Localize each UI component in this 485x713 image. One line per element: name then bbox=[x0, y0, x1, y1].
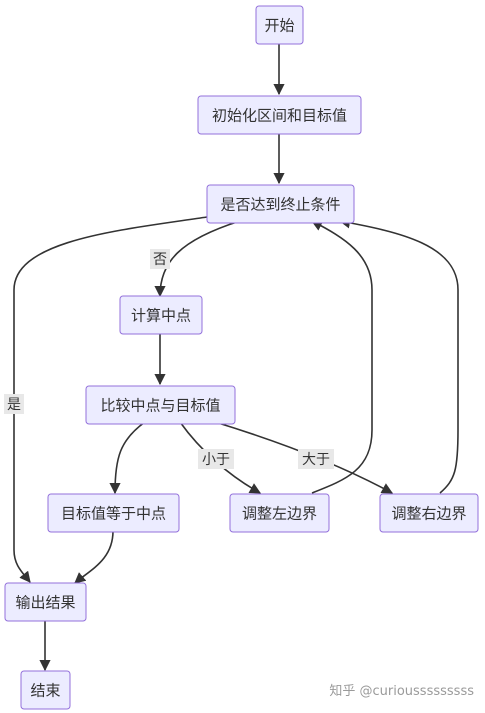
edge-label-greater: 大于 bbox=[298, 449, 334, 469]
edge-label-no-text: 否 bbox=[153, 252, 167, 268]
node-end-label: 结束 bbox=[30, 682, 60, 700]
edge-label-yes-text: 是 bbox=[7, 397, 21, 413]
edge-check-output bbox=[13, 216, 208, 583]
node-adjust-right: 调整右边界 bbox=[379, 493, 479, 533]
node-output-label: 输出结果 bbox=[15, 594, 75, 612]
node-check-box bbox=[206, 184, 355, 224]
edge-label-less-text: 小于 bbox=[202, 452, 230, 468]
edge-label-yes: 是 bbox=[4, 394, 24, 414]
node-start-label: 开始 bbox=[264, 17, 294, 35]
edge-equal-output bbox=[74, 530, 114, 584]
edge-label-no: 否 bbox=[150, 249, 170, 269]
node-compare-label: 比较中点与目标值 bbox=[100, 397, 220, 415]
node-end: 结束 bbox=[20, 670, 71, 710]
node-output-box bbox=[4, 582, 87, 622]
node-compare-box bbox=[85, 385, 236, 425]
node-check-label: 是否达到终止条件 bbox=[220, 196, 340, 214]
edge-adjleft-check bbox=[311, 220, 373, 494]
node-compute-mid-label: 计算中点 bbox=[131, 307, 191, 325]
node-init-box bbox=[197, 95, 362, 135]
node-equal: 目标值等于中点 bbox=[47, 493, 180, 533]
node-init-label: 初始化区间和目标值 bbox=[212, 107, 347, 125]
node-adjust-left: 调整左边界 bbox=[229, 493, 330, 533]
edges bbox=[13, 44, 459, 672]
node-end-box bbox=[20, 670, 71, 710]
edge-check-compute bbox=[154, 220, 241, 298]
node-init: 初始化区间和目标值 bbox=[197, 95, 362, 135]
node-compute-mid-box bbox=[119, 295, 203, 335]
node-output: 输出结果 bbox=[4, 582, 87, 622]
edge-label-less: 小于 bbox=[198, 449, 234, 469]
node-start-box bbox=[255, 5, 304, 45]
node-compute-mid: 计算中点 bbox=[119, 295, 203, 335]
nodes: 开始 初始化区间和目标值 是否达到终止条件 计算中点 比较中点与目标值 目标值等… bbox=[4, 5, 479, 710]
edge-label-no-bg bbox=[150, 249, 170, 269]
node-adjust-left-box bbox=[229, 493, 330, 533]
node-equal-box bbox=[47, 493, 180, 533]
node-adjust-right-box bbox=[379, 493, 479, 533]
edge-label-yes-bg bbox=[4, 394, 24, 414]
node-adjust-left-label: 调整左边界 bbox=[242, 505, 317, 523]
edge-label-less-bg bbox=[198, 449, 234, 469]
edge-adjright-check bbox=[338, 217, 459, 494]
node-adjust-right-label: 调整右边界 bbox=[391, 505, 466, 523]
edge-label-greater-bg bbox=[298, 449, 334, 469]
node-compare: 比较中点与目标值 bbox=[85, 385, 236, 425]
edge-label-greater-text: 大于 bbox=[302, 452, 330, 468]
edge-compare-equal bbox=[109, 421, 146, 495]
edge-labels: 否 是 小于 大于 bbox=[4, 249, 334, 469]
node-check: 是否达到终止条件 bbox=[206, 184, 355, 224]
node-equal-label: 目标值等于中点 bbox=[61, 505, 166, 523]
watermark: 知乎 @curiousssssssss bbox=[329, 683, 474, 699]
node-start: 开始 bbox=[255, 5, 304, 45]
